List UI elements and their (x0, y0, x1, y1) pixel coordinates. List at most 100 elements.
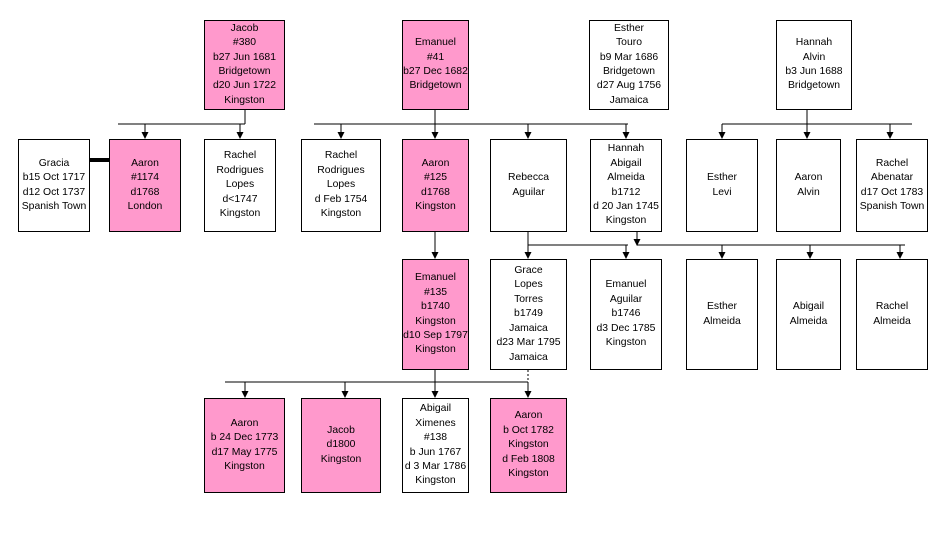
person-text-line: Kingston (320, 208, 362, 220)
person-text-line: d17 May 1775 (211, 446, 278, 458)
person-text-line: b3 Jun 1688 (785, 66, 843, 77)
person-text-line: d12 Oct 1737 (22, 186, 86, 198)
person-text-line: Levi (712, 186, 732, 198)
person-text-line: Lopes (326, 179, 356, 191)
person-text-line: d1768 (421, 186, 450, 198)
person-text-line: Emanuel (414, 272, 456, 284)
person-text-line: d Feb 1754 (314, 193, 368, 205)
person-text-line: #135 (423, 286, 448, 298)
person-text-line: Lopes (514, 279, 543, 291)
person-text-line: Rachel (875, 157, 909, 169)
person-text-line: Kingston (224, 94, 265, 106)
person-text-line: Esther (706, 301, 737, 313)
person-text-line: Esther (706, 172, 738, 184)
person-text-line: Kingston (224, 460, 265, 472)
person-text-line: Jamaica (509, 322, 548, 334)
person-text-line: Abigail (792, 301, 825, 313)
person-text-line: Aguilar (512, 186, 545, 198)
person-text-line: Jacob (327, 424, 355, 436)
person-text-line: d<1747 (222, 193, 258, 205)
person-text-line: Jamaica (609, 94, 649, 106)
person-text-line: Aguilar (609, 293, 643, 305)
person-text-line: Touro (615, 37, 642, 49)
person-text-line: Abigail (419, 403, 452, 415)
person-text-line: Alvin (802, 51, 826, 63)
person-text-line: #1174 (130, 172, 160, 184)
person-text-line: Kingston (605, 337, 647, 349)
person-text-line: Rodrigues (216, 164, 264, 176)
person-text-line: b1746 (611, 308, 641, 320)
person-text-line: Kingston (415, 315, 456, 327)
person-text-line: Grace (514, 265, 543, 277)
person-text-line: Aaron (230, 417, 259, 429)
person-text-line: #125 (423, 172, 448, 184)
person-text-line: Kingston (219, 208, 261, 220)
person-text-line: London (127, 200, 163, 212)
person-text-line: Almeida (873, 315, 911, 327)
person-text-line: Kingston (605, 215, 647, 227)
person-text-line: Aaron (421, 157, 450, 169)
person-text-line: d20 Jun 1722 (213, 80, 276, 92)
person-text-line: Bridgetown (218, 66, 271, 77)
person-text-line: #41 (426, 51, 445, 63)
person-text-line: Rachel (324, 150, 358, 162)
person-text-line: Aaron (514, 410, 543, 422)
person-text-line: Almeida (703, 315, 741, 327)
person-text-line: d27 Aug 1756 (596, 80, 662, 92)
person-text-line: d 20 Jan 1745 (593, 200, 659, 212)
person-text-line: Spanish Town (859, 200, 925, 212)
person-text-line: d17 Oct 1783 (860, 186, 924, 198)
person-text-line: Kingston (415, 344, 456, 356)
person-text-line: d10 Sep 1797 (403, 329, 468, 341)
person-text-line: b Jun 1767 (409, 446, 462, 458)
person-text-line: b27 Dec 1682 (403, 66, 468, 77)
person-text-line: Esther (613, 22, 644, 34)
person-text-line: d Feb 1808 (502, 453, 555, 465)
person-text-line: d1800 (326, 439, 356, 451)
person-text-line: Rachel (875, 301, 909, 313)
person-text-line: Lopes (225, 179, 255, 191)
person-text-line: Abenatar (870, 172, 914, 184)
person-text-line: Jamaica (509, 351, 548, 363)
person-text-line: Jacob (230, 22, 259, 34)
person-text-line: Ximenes (415, 417, 456, 429)
person-text-line: Torres (514, 293, 543, 305)
person-text-line: b 24 Dec 1773 (210, 432, 279, 444)
person-text-line: Rebecca (507, 172, 549, 184)
person-text-line: Hannah (607, 143, 645, 155)
